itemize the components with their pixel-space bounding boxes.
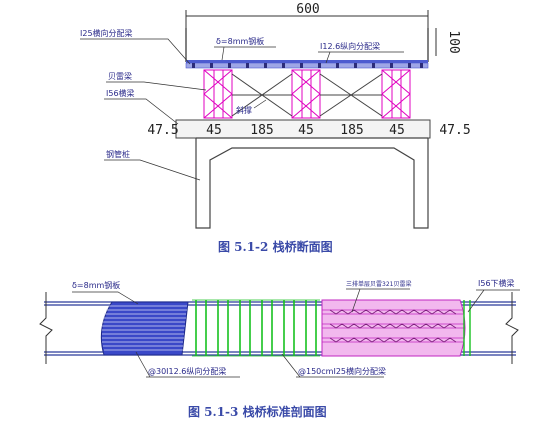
height-dimension: 100: [435, 28, 461, 56]
label-i126-bottom: @30I12.6纵向分配梁: [135, 351, 240, 378]
cross-bracing: [231, 73, 383, 117]
label-i56: I56横梁: [104, 88, 179, 125]
width-dimension-text: 600: [296, 2, 319, 17]
label-text: 三排单层贝雷321贝雷梁: [346, 280, 411, 288]
cross-section-diagram: 600 100: [80, 2, 471, 254]
label-text: I12.6纵向分配梁: [320, 41, 380, 51]
width-dimension: 600: [185, 2, 429, 62]
label-plate-bottom: δ=8mm钢板: [72, 280, 139, 305]
label-pile: 钢管桩: [104, 149, 201, 181]
span-dim: 47.5: [147, 123, 178, 138]
span-dim: 47.5: [439, 123, 470, 138]
label-text: 斜撑: [236, 105, 252, 115]
span-dim: 45: [389, 123, 405, 138]
span-dimensions: 47.5 45 185 45 185 45 47.5: [147, 123, 470, 138]
height-dimension-text: 100: [446, 30, 461, 53]
label-i126: I12.6纵向分配梁: [318, 41, 404, 64]
break-marks: [39, 292, 519, 364]
longitudinal-beams: [192, 63, 423, 68]
steel-plate-region: [100, 301, 189, 356]
span-dim: 185: [340, 123, 363, 138]
span-dim: 45: [298, 123, 314, 138]
label-text: 钢管桩: [106, 149, 130, 159]
bailey-truss-right: [381, 69, 411, 119]
bailey-truss-center: [291, 69, 321, 119]
steel-pipe-piles: [195, 137, 429, 229]
label-i56-bottom: I56下横梁: [467, 278, 520, 313]
standard-section-diagram: δ=8mm钢板 三排单层贝雷321贝雷梁 I56下横梁 @30I12.6纵向分配…: [39, 278, 520, 419]
label-text: I56横梁: [106, 88, 135, 98]
transverse-beam-i25: [185, 62, 429, 69]
label-beret-note: 三排单层贝雷321贝雷梁: [346, 280, 411, 313]
label-i25-bottom: @150cmI25横向分配梁: [281, 353, 386, 378]
label-beret: 贝雷梁: [106, 72, 207, 91]
label-brace: 斜撑: [236, 99, 267, 115]
label-text: @150cmI25横向分配梁: [298, 366, 386, 376]
bailey-truss-left: [203, 69, 233, 119]
label-plate: δ=8mm钢板: [214, 36, 276, 61]
bailey-beam-region: [321, 299, 466, 357]
label-text: I56下横梁: [478, 278, 515, 288]
label-text: I25横向分配梁: [80, 28, 133, 38]
caption-cross-section: 图 5.1-2 栈桥断面图: [218, 239, 333, 254]
span-dim: 45: [206, 123, 222, 138]
label-text: @30I12.6纵向分配梁: [148, 366, 226, 376]
transverse-beams-i25: [195, 300, 317, 356]
caption-standard-section: 图 5.1-3 栈桥标准剖面图: [188, 404, 327, 419]
label-text: δ=8mm钢板: [72, 280, 120, 290]
label-text: 贝雷梁: [108, 72, 132, 81]
steel-plate: [186, 60, 428, 63]
transverse-beam-ends: [192, 299, 320, 357]
span-dim: 185: [250, 123, 273, 138]
label-text: δ=8mm钢板: [216, 36, 264, 46]
label-i25: I25横向分配梁: [80, 28, 191, 65]
